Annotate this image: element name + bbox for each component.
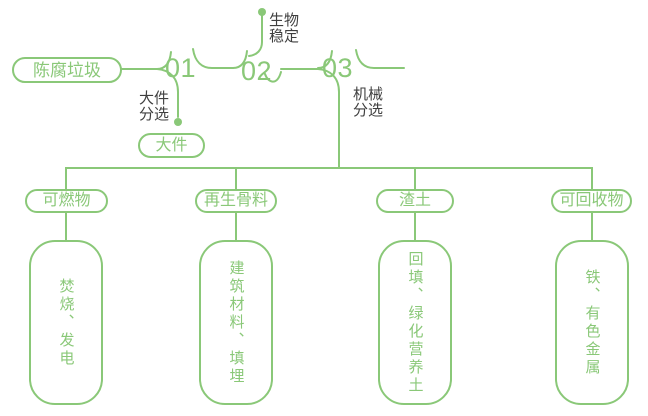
arc-03-right	[355, 49, 405, 69]
line-desc-to-distribution	[317, 68, 340, 169]
arc-02-swoosh	[264, 71, 282, 83]
category-label: 再生骨料	[203, 192, 268, 209]
category-pill-recycled-aggregate: 再生骨料	[195, 189, 277, 213]
biological-stabilization-label: 生物稳定	[269, 12, 300, 45]
bulky-node-dot	[174, 118, 182, 126]
arc-01-right	[192, 48, 234, 69]
step-number-02: 02	[241, 56, 273, 86]
step-number-01: 01	[165, 53, 197, 83]
mechanical-sorting-label: 机械分选	[353, 86, 384, 119]
detail-text: 回填、绿化营养土	[406, 250, 424, 395]
bio-node-dot	[258, 8, 266, 16]
category-label: 可回收物	[559, 192, 624, 209]
detail-text: 铁、有色金属	[583, 268, 601, 377]
source-pill-label: 陈腐垃圾	[33, 60, 101, 80]
detail-box-slag-soil: 回填、绿化营养土	[378, 240, 452, 405]
arc-02-left-hook	[232, 50, 248, 69]
category-pill-recyclables: 可回收物	[551, 189, 632, 213]
step-number-03: 03	[322, 53, 354, 83]
distribution-rail	[65, 167, 593, 190]
category-label: 渣土	[398, 192, 431, 209]
detail-text: 焚烧、发电	[57, 277, 75, 368]
detail-box-combustibles: 焚烧、发电	[29, 240, 103, 405]
detail-box-recycled-aggregate: 建筑材料、填埋	[199, 240, 273, 405]
arc-03-left-hook	[317, 50, 333, 69]
line-bio-branch	[248, 15, 263, 57]
bulky-output-label: 大件	[155, 136, 188, 154]
bulky-sorting-label: 大件分选	[139, 90, 170, 123]
category-pill-combustibles: 可燃物	[25, 189, 108, 213]
source-pill: 陈腐垃圾	[12, 57, 122, 83]
category-label: 可燃物	[42, 192, 91, 209]
bulky-output-pill: 大件	[138, 133, 205, 158]
detail-box-recyclables: 铁、有色金属	[555, 240, 629, 405]
category-pill-slag-soil: 渣土	[376, 189, 454, 213]
line-desc-to-bulky	[156, 68, 179, 118]
detail-text: 建筑材料、填埋	[227, 259, 245, 386]
